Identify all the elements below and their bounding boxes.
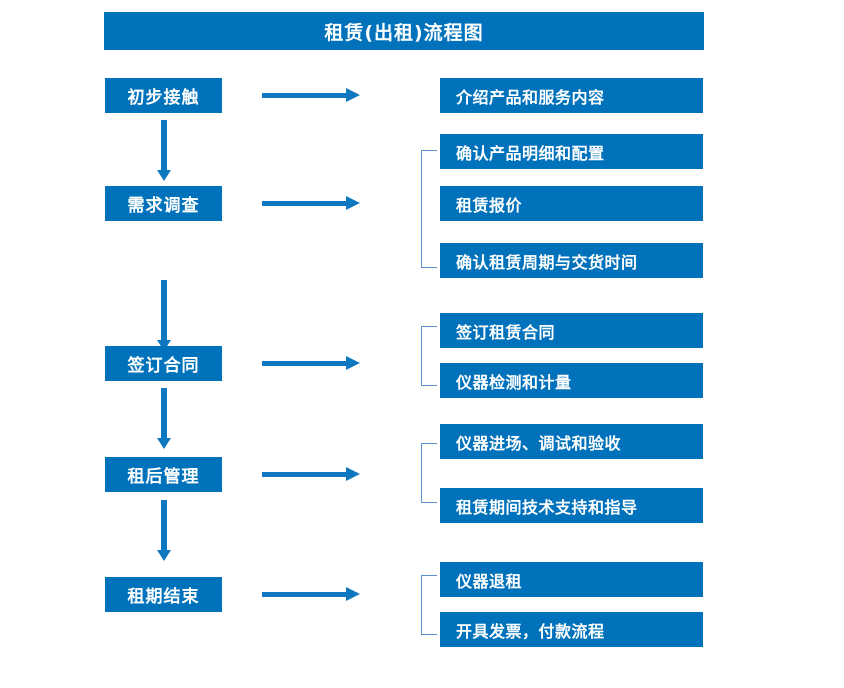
stage-arrow-2 <box>262 195 360 211</box>
stage-box-4[interactable]: 租后管理 <box>105 457 222 492</box>
stage-arrow-1 <box>262 87 360 103</box>
bracket-connector-4 <box>421 443 437 503</box>
detail-box-4-1[interactable]: 仪器进场、调试和验收 <box>440 424 703 459</box>
stage-arrow-4 <box>262 466 360 482</box>
stage-box-2[interactable]: 需求调查 <box>105 186 222 221</box>
arrow-shaft <box>262 472 348 477</box>
arrow-shaft <box>262 361 348 366</box>
arrow-head-right-icon <box>346 88 360 102</box>
arrow-shaft <box>161 388 167 438</box>
flow-arrow-4-to-5 <box>157 500 171 562</box>
detail-box-1-1[interactable]: 介绍产品和服务内容 <box>440 78 703 113</box>
detail-box-5-2[interactable]: 开具发票，付款流程 <box>440 612 703 647</box>
stage-box-5[interactable]: 租期结束 <box>105 577 222 612</box>
stage-box-3[interactable]: 签订合同 <box>105 346 222 381</box>
arrow-head-right-icon <box>346 467 360 481</box>
arrow-head-right-icon <box>346 356 360 370</box>
arrow-shaft <box>262 93 348 98</box>
arrow-shaft <box>262 592 348 597</box>
stage-arrow-5 <box>262 586 360 602</box>
arrow-head-down-icon <box>157 438 171 449</box>
arrow-head-right-icon <box>346 587 360 601</box>
arrow-shaft <box>161 500 167 550</box>
flow-arrow-2-to-3 <box>157 280 171 352</box>
arrow-shaft <box>161 120 167 170</box>
detail-box-4-2[interactable]: 租赁期间技术支持和指导 <box>440 488 703 523</box>
page-title: 租赁(出租)流程图 <box>104 12 704 50</box>
detail-box-2-3[interactable]: 确认租赁周期与交货时间 <box>440 243 703 278</box>
detail-box-2-1[interactable]: 确认产品明细和配置 <box>440 134 703 169</box>
stage-arrow-3 <box>262 355 360 371</box>
arrow-head-right-icon <box>346 196 360 210</box>
bracket-connector-5 <box>421 575 437 635</box>
arrow-head-down-icon <box>157 340 171 351</box>
arrow-shaft <box>161 280 167 340</box>
detail-box-3-1[interactable]: 签订租赁合同 <box>440 313 703 348</box>
flow-arrow-1-to-2 <box>157 120 171 182</box>
arrow-shaft <box>262 201 348 206</box>
bracket-connector-2 <box>421 150 437 268</box>
flow-arrow-3-to-4 <box>157 388 171 450</box>
detail-box-5-1[interactable]: 仪器退租 <box>440 562 703 597</box>
arrow-head-down-icon <box>157 170 171 181</box>
arrow-head-down-icon <box>157 550 171 561</box>
bracket-connector-3 <box>421 326 437 386</box>
detail-box-3-2[interactable]: 仪器检测和计量 <box>440 363 703 398</box>
detail-box-2-2[interactable]: 租赁报价 <box>440 186 703 221</box>
stage-box-1[interactable]: 初步接触 <box>105 78 222 113</box>
